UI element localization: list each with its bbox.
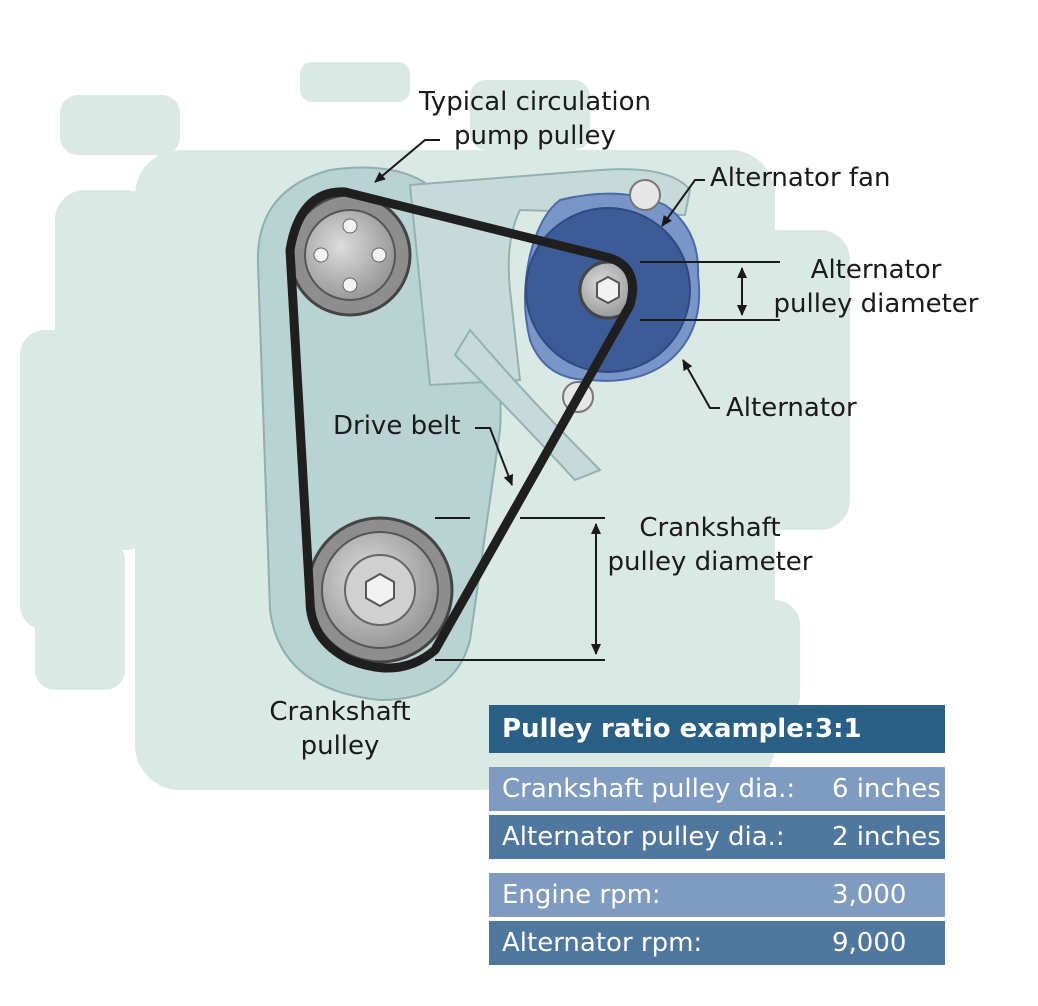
drive-belt-label: Drive belt xyxy=(333,411,461,441)
table-row-label: Alternator rpm: xyxy=(502,928,703,958)
table-row: Alternator rpm: 9,000 xyxy=(489,921,945,965)
table-header: Pulley ratio example: 3:1 xyxy=(489,705,945,753)
table-row: Engine rpm: 3,000 xyxy=(489,873,945,917)
crankshaft-pulley-diameter-line1: Crankshaft xyxy=(639,513,781,543)
pump-pulley xyxy=(288,193,412,317)
crankshaft-pulley-drawing xyxy=(306,516,454,664)
alternator-pulley-diameter-line1: Alternator xyxy=(810,255,942,285)
table-ratio: 3:1 xyxy=(815,714,862,744)
table-row-value: 2 inches xyxy=(832,822,941,852)
table-row-value: 6 inches xyxy=(832,774,941,804)
alternator-fan-label: Alternator fan xyxy=(710,163,891,193)
pump-pulley-label: Typical circulation pump pulley xyxy=(400,86,670,154)
dimension-lines xyxy=(435,261,780,661)
crankshaft-pulley-label-line2: pulley xyxy=(300,730,380,761)
table-row: Crankshaft pulley dia.: 6 inches xyxy=(489,767,945,811)
table-row-label: Engine rpm: xyxy=(502,880,661,910)
alternator-label: Alternator xyxy=(726,393,857,423)
alternator-pulley-diameter-line2: pulley diameter xyxy=(773,288,979,319)
table-row: Alternator pulley dia.: 2 inches xyxy=(489,815,945,859)
pulley-ratio-table: Pulley ratio example: 3:1 Crankshaft pul… xyxy=(489,705,945,969)
crankshaft-pulley-diameter-line2: pulley diameter xyxy=(607,546,813,577)
crankshaft-pulley-label-line1: Crankshaft xyxy=(269,697,411,727)
crankshaft-pulley-diameter-label: Crankshaft pulley diameter xyxy=(600,512,820,580)
table-title: Pulley ratio example: xyxy=(502,714,815,744)
table-row-value: 9,000 xyxy=(832,928,907,958)
support-arm xyxy=(453,328,602,482)
drive-belt xyxy=(285,187,637,673)
table-row-value: 3,000 xyxy=(832,880,907,910)
alternator-pulley-diameter-label: Alternator pulley diameter xyxy=(766,254,986,322)
callout-leaders xyxy=(374,139,720,486)
crankshaft-pulley-label: Crankshaft pulley xyxy=(250,696,430,764)
pump-pulley-label-line2: pump pulley xyxy=(454,120,616,151)
table-row-label: Crankshaft pulley dia.: xyxy=(502,774,796,804)
table-row-label: Alternator pulley dia.: xyxy=(502,822,785,852)
pump-pulley-label-line1: Typical circulation xyxy=(418,87,652,117)
